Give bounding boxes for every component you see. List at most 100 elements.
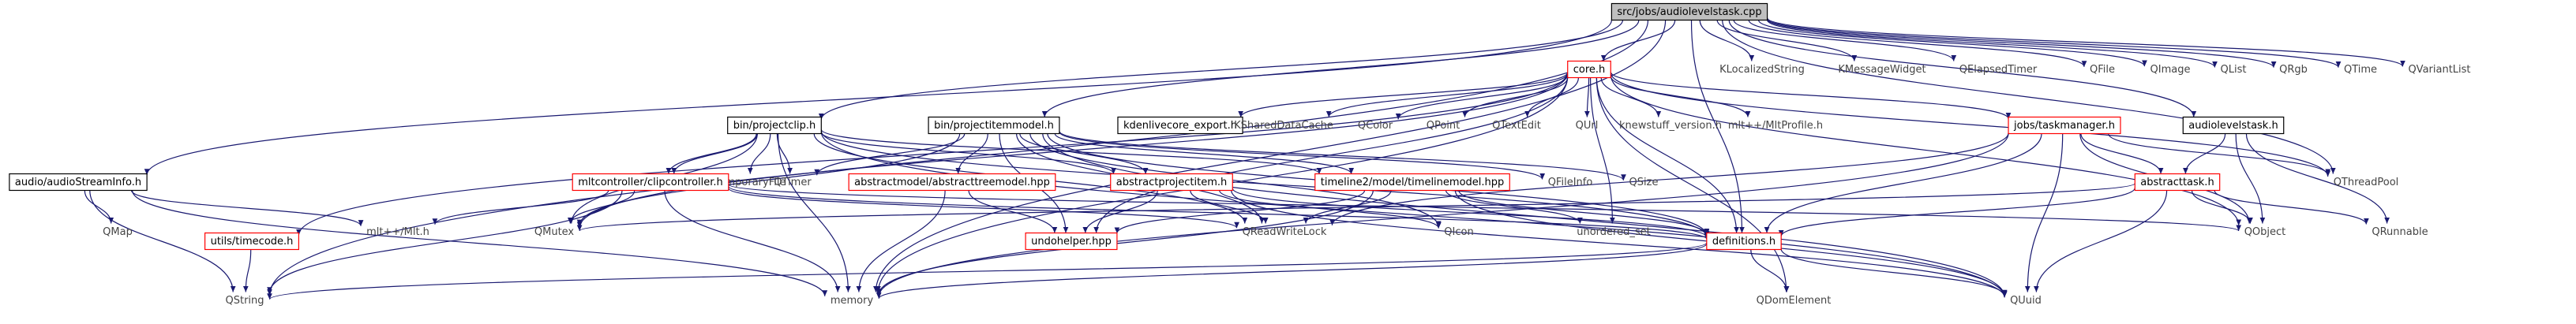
node-qicon[interactable]: QIcon bbox=[1444, 226, 1473, 238]
node-core[interactable]: core.h bbox=[1567, 60, 1611, 79]
edge-audiostream-to-mltmlt bbox=[130, 190, 364, 226]
edge-root-to-audiostream bbox=[144, 20, 1612, 175]
node-label: QTextEdit bbox=[1492, 120, 1541, 132]
node-label: audio/audioStreamInfo.h bbox=[15, 177, 141, 188]
node-unorderedset[interactable]: unordered_set bbox=[1577, 226, 1650, 238]
node-qfile[interactable]: QFile bbox=[2090, 64, 2115, 76]
node-qstring[interactable]: QString bbox=[225, 295, 264, 307]
edge-root-to-qvariantlist bbox=[1767, 17, 2405, 67]
node-mltmlt[interactable]: mlt++/Mlt.h bbox=[366, 226, 429, 238]
node-timelinemodel[interactable]: timeline2/model/timelinemodel.hpp bbox=[1314, 173, 1510, 192]
node-label: QUuid bbox=[2010, 295, 2042, 307]
node-box bbox=[572, 173, 729, 192]
node-qdomelement[interactable]: QDomElement bbox=[1757, 295, 1832, 307]
node-qelapsed[interactable]: QElapsedTimer bbox=[1959, 64, 2038, 76]
node-label: QElapsedTimer bbox=[1959, 64, 2038, 76]
node-qreadwritelock[interactable]: QReadWriteLock bbox=[1243, 226, 1327, 238]
edge-root-to-kmessage bbox=[1716, 20, 1858, 61]
edge-clipcontroller-to-qstring bbox=[267, 190, 623, 293]
edge-root-to-core bbox=[1600, 20, 1676, 61]
node-qsize[interactable]: QSize bbox=[1629, 177, 1659, 188]
edge-root-to-qlist bbox=[1767, 20, 2218, 68]
node-qrunnable[interactable]: QRunnable bbox=[2372, 226, 2428, 238]
node-mltprofile[interactable]: mlt++/MltProfile.h bbox=[1728, 120, 1823, 132]
node-box bbox=[1610, 2, 1768, 21]
node-clipcontroller[interactable]: mltcontroller/clipcontroller.h bbox=[572, 173, 729, 192]
edge-projectclip-to-qtimer bbox=[776, 133, 793, 174]
node-label: abstractprojectitem.h bbox=[1116, 177, 1228, 188]
edge-core-to-mltprofile bbox=[1610, 76, 1751, 117]
node-label: timeline2/model/timelinemodel.hpp bbox=[1321, 177, 1505, 188]
edge-abstracttask-to-qrunnable bbox=[2214, 190, 2369, 225]
node-qtime[interactable]: QTime bbox=[2344, 64, 2377, 76]
node-ksharedcache[interactable]: KSharedDataCache bbox=[1234, 120, 1333, 132]
node-timecode[interactable]: utils/timecode.h bbox=[204, 232, 300, 251]
node-qurl[interactable]: QUrl bbox=[1576, 120, 1599, 132]
node-label: knewstuff_version.h bbox=[1619, 120, 1722, 132]
node-qimage[interactable]: QImage bbox=[2150, 64, 2191, 76]
node-kdenlivecore[interactable]: kdenlivecore_export.h bbox=[1117, 116, 1243, 135]
node-root[interactable]: src/jobs/audiolevelstask.cpp bbox=[1610, 2, 1768, 21]
node-klocalized[interactable]: KLocalizedString bbox=[1719, 64, 1805, 76]
node-audioleveltaskh[interactable]: audiolevelstask.h bbox=[2182, 116, 2285, 135]
node-label: KMessageWidget bbox=[1838, 64, 1925, 76]
node-qfileinfo[interactable]: QFileInfo bbox=[1548, 177, 1593, 188]
edge-core-to-qthreadpool bbox=[1610, 72, 2330, 177]
node-audiostream[interactable]: audio/audioStreamInfo.h bbox=[9, 173, 148, 192]
node-qrgb[interactable]: QRgb bbox=[2279, 64, 2308, 76]
edge-abstracttreemodel-to-memory bbox=[856, 190, 946, 292]
node-quuid[interactable]: QUuid bbox=[2010, 295, 2042, 307]
edge-projectclip-to-abstractprojectitem bbox=[820, 132, 1116, 174]
edge-audiostream-to-memory bbox=[132, 190, 828, 296]
node-box bbox=[1706, 232, 1782, 251]
node-label: QRgb bbox=[2279, 64, 2308, 76]
node-label: QFile bbox=[2090, 64, 2115, 76]
edge-audiostream-to-qstring bbox=[89, 190, 236, 292]
edge-projectitemmodel-to-quuid bbox=[1042, 133, 2008, 297]
edge-root-to-qrgb bbox=[1767, 18, 2277, 69]
node-projectitemmodel[interactable]: bin/projectitemmodel.h bbox=[928, 116, 1060, 135]
node-definitions[interactable]: definitions.h bbox=[1706, 232, 1782, 251]
node-box bbox=[1567, 60, 1611, 79]
node-qlist[interactable]: QList bbox=[2221, 64, 2247, 76]
edge-core-to-ksharedcache bbox=[1325, 73, 1569, 117]
node-abstracttreemodel[interactable]: abstractmodel/abstracttreemodel.hpp bbox=[848, 173, 1056, 192]
edge-root-to-projectclip bbox=[819, 20, 1624, 120]
node-qpoint[interactable]: QPoint bbox=[1427, 120, 1460, 132]
node-label: QFileInfo bbox=[1548, 177, 1593, 188]
edge-root-to-qelapsed bbox=[1733, 20, 1957, 61]
node-qmutex[interactable]: QMutex bbox=[534, 226, 575, 238]
node-qtextedit[interactable]: QTextEdit bbox=[1492, 120, 1541, 132]
node-qthreadpool[interactable]: QThreadPool bbox=[2334, 177, 2399, 188]
node-abstracttask[interactable]: abstracttask.h bbox=[2134, 173, 2221, 192]
edge-projectitemmodel-to-qmutex bbox=[576, 133, 961, 226]
node-projectclip[interactable]: bin/projectclip.h bbox=[727, 116, 822, 135]
node-memory[interactable]: memory bbox=[831, 295, 874, 307]
edge-abstracttask-to-qmutex bbox=[577, 183, 2135, 232]
node-label: QMap bbox=[103, 226, 133, 238]
node-undohelper[interactable]: undohelper.hpp bbox=[1025, 232, 1118, 251]
node-qcolor[interactable]: QColor bbox=[1358, 120, 1393, 132]
edge-root-to-klocalized bbox=[1699, 20, 1755, 61]
edge-clipcontroller-to-definitions bbox=[728, 185, 1709, 240]
node-label: QRunnable bbox=[2372, 226, 2428, 238]
node-qtimer[interactable]: QTimer bbox=[774, 177, 812, 188]
edge-core-to-knewstuff bbox=[1600, 77, 1662, 117]
edge-core-to-undohelper bbox=[1093, 76, 1569, 233]
node-label: QList bbox=[2221, 64, 2247, 76]
node-box bbox=[9, 173, 148, 192]
node-taskmanager[interactable]: jobs/taskmanager.h bbox=[2008, 116, 2121, 135]
node-box bbox=[2134, 173, 2221, 192]
node-box bbox=[2182, 116, 2285, 135]
node-knewstuff[interactable]: knewstuff_version.h bbox=[1619, 120, 1722, 132]
node-label: QObject bbox=[2244, 226, 2286, 238]
edge-taskmanager-to-qthreadpool bbox=[2108, 133, 2330, 176]
node-label: QThreadPool bbox=[2334, 177, 2399, 188]
node-kmessage[interactable]: KMessageWidget bbox=[1838, 64, 1925, 76]
edge-audioleveltaskh-to-qrunnable bbox=[2245, 133, 2390, 224]
node-qmap[interactable]: QMap bbox=[103, 226, 133, 238]
node-qvariantlist[interactable]: QVariantList bbox=[2408, 64, 2470, 76]
node-qobject[interactable]: QObject bbox=[2244, 226, 2286, 238]
edge-projectclip-to-clipcontroller bbox=[666, 133, 757, 174]
node-abstractprojectitem[interactable]: abstractprojectitem.h bbox=[1110, 173, 1233, 192]
